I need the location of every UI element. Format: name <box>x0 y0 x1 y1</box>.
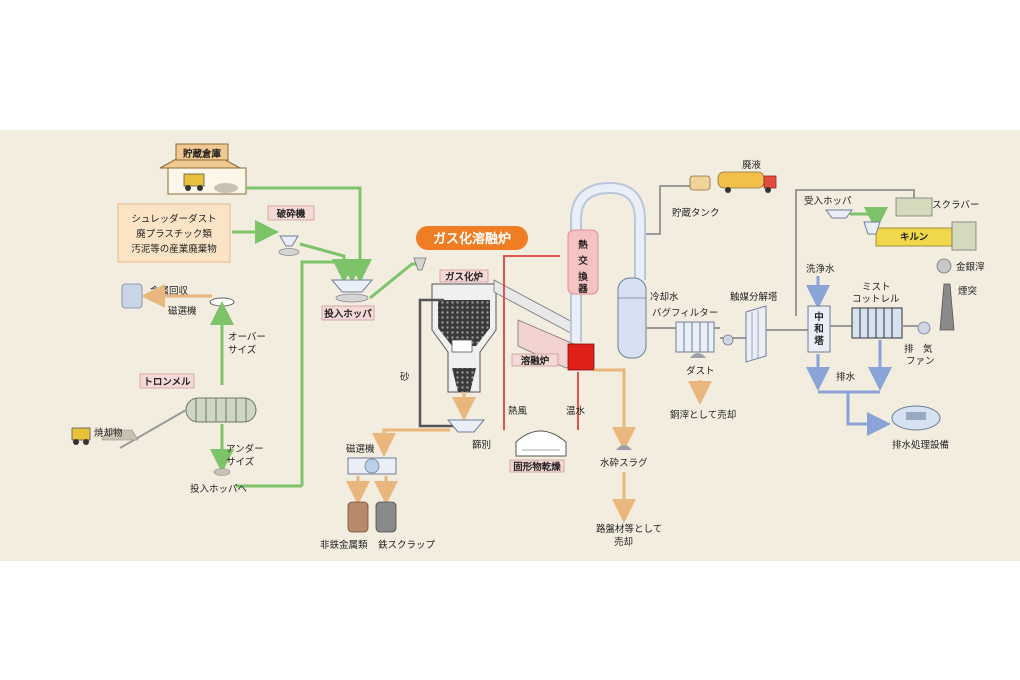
title: ガス化溶融炉 <box>433 231 511 247</box>
oversize-label-1: オーバー <box>228 332 266 343</box>
mist-label-1: ミスト <box>862 282 891 293</box>
oversize-label-2: サイズ <box>228 344 257 356</box>
flow-receiving-to-kiln <box>850 207 888 231</box>
magnet1-label: 磁選機 <box>168 305 197 317</box>
mist-cottrell <box>851 307 903 339</box>
exhaust-label-2: ファン <box>906 356 935 367</box>
sand-loop <box>418 298 456 428</box>
bag-filter-label: バグフィルター <box>652 307 718 319</box>
dryer: 固形物乾燥 <box>509 430 567 473</box>
magnetic-separator-2: 磁選機 <box>346 443 397 475</box>
crusher: 破砕機 <box>267 205 315 256</box>
magnetic-separator-1 <box>209 297 235 307</box>
trommel: トロンメル <box>139 373 257 423</box>
iron-scrap-label: 鉄スクラップ <box>378 539 436 551</box>
heat-exchanger-label-3: 換 <box>578 271 588 283</box>
dryer-label: 固形物乾燥 <box>513 461 561 473</box>
heat-exchanger-label-2: 交 <box>578 255 588 267</box>
waste-type-3: 汚泥等の産業廃棄物 <box>131 243 217 255</box>
gasifier: ガス化炉 <box>431 269 497 393</box>
gas-to-scrubber <box>795 189 915 316</box>
catalyst-tower <box>745 305 767 363</box>
incineration-label: 焼却物 <box>94 427 123 439</box>
sieve-label: 篩別 <box>472 439 491 451</box>
flow-sieve-to-magnet <box>372 428 450 457</box>
storage-label: 貯蔵倉庫 <box>183 148 222 160</box>
kiln-label: キルン <box>900 232 928 243</box>
drain-treatment-label: 排水処理設備 <box>892 439 949 451</box>
exhaust-label-1: 排 気 <box>904 343 933 355</box>
process-flow-diagram: 貯蔵倉庫 シュレッダーダスト 廃プラスチック類 汚泥等の産業廃棄物 破砕機 投入… <box>71 143 985 551</box>
receiving-hopper <box>825 209 853 219</box>
road-material-label-2: 売却 <box>614 536 633 548</box>
storage-tank: 貯蔵タンク 廃液 <box>672 159 777 219</box>
wash-water-label: 洗浄水 <box>806 263 835 275</box>
hot-air-label: 熱風 <box>508 405 528 417</box>
water-slag-label: 水砕スラグ <box>600 457 648 469</box>
conveyor-to-gasifier <box>369 262 420 300</box>
gold-silver-pile <box>936 258 952 274</box>
catalyst-tower-label: 触媒分解塔 <box>730 291 778 303</box>
waste-type-1: シュレッダーダスト <box>131 213 216 225</box>
gasifier-label: ガス化炉 <box>445 271 484 283</box>
copper-slag-label: 銅滓として売却 <box>670 409 736 421</box>
storage-tank-line <box>646 185 690 235</box>
waste-liquid-label: 廃液 <box>742 159 762 171</box>
sand-label: 砂 <box>400 371 410 383</box>
melting-furnace: 溶融炉 <box>511 319 595 371</box>
trommel-conveyor <box>119 409 187 449</box>
mist-label-2: コットレル <box>852 294 900 305</box>
to-feed-hopper-label: 投入ホッパへ <box>190 483 248 495</box>
flow-to-water-slag <box>594 368 636 451</box>
warm-water-label: 温水 <box>566 405 586 417</box>
nonferrous-label: 非鉄金属類 <box>320 539 368 551</box>
drain-label: 排水 <box>836 371 856 383</box>
road-material-label-1: 路盤材等として <box>596 523 662 535</box>
waste-types-box: シュレッダーダスト 廃プラスチック類 汚泥等の産業廃棄物 <box>117 203 231 263</box>
dust-label: ダスト <box>686 365 715 377</box>
scrubber-kiln <box>863 197 977 251</box>
hot-air-line <box>503 255 560 430</box>
storage-tank-label: 貯蔵タンク <box>672 207 720 219</box>
iron-scrap-bin <box>375 501 397 533</box>
undersize-label-1: アンダー <box>226 443 264 455</box>
chimney-label: 煙突 <box>958 285 978 297</box>
exhaust-fan-icon <box>917 321 931 335</box>
feed-hopper: 投入ホッパ <box>321 279 375 321</box>
svg-text:中: 中 <box>814 311 824 323</box>
heat-exchanger-label-1: 熱 <box>578 239 588 251</box>
neutralizing-tower: 中 和 塔 <box>807 305 831 353</box>
chimney <box>939 283 955 331</box>
cooling-water-label: 冷却水 <box>650 291 679 303</box>
nonferrous-bin <box>347 501 369 533</box>
water-slag-pile <box>616 445 632 450</box>
crusher-label: 破砕機 <box>277 208 306 220</box>
drain-treatment <box>891 405 941 431</box>
melting-furnace-label: 溶融炉 <box>521 355 550 367</box>
flow-crusher-to-hopper <box>299 242 356 283</box>
gold-silver-label: 金銀滓 <box>956 261 985 273</box>
receiving-hopper-label: 受入ホッパ <box>804 195 852 207</box>
flow-to-treatment <box>846 392 891 436</box>
svg-text:和: 和 <box>813 323 824 335</box>
feed-hopper-label: 投入ホッパ <box>324 308 372 320</box>
storage-warehouse: 貯蔵倉庫 <box>159 143 247 195</box>
sieve <box>446 419 486 433</box>
flow-storage-to-hopper <box>246 186 372 283</box>
scrubber-label: スクラバー <box>932 200 979 211</box>
svg-text:塔: 塔 <box>814 335 824 347</box>
heat-exchanger-label-4: 器 <box>577 284 588 295</box>
title-badge: ガス化溶融炉 <box>416 226 528 250</box>
waste-type-2: 廃プラスチック類 <box>136 228 212 240</box>
magnet2-label: 磁選機 <box>346 443 375 455</box>
undersize-label-2: サイズ <box>226 456 255 468</box>
heat-exchanger: 熱 交 換 器 <box>567 181 647 359</box>
trommel-label: トロンメル <box>143 377 191 388</box>
flow-undersize-return <box>300 259 364 486</box>
bag-filter <box>675 321 715 358</box>
fan-icon <box>722 334 734 346</box>
diagram-panel: 貯蔵倉庫 シュレッダーダスト 廃プラスチック類 汚泥等の産業廃棄物 破砕機 投入… <box>0 130 1020 561</box>
incineration-loader: 焼却物 <box>71 427 123 445</box>
